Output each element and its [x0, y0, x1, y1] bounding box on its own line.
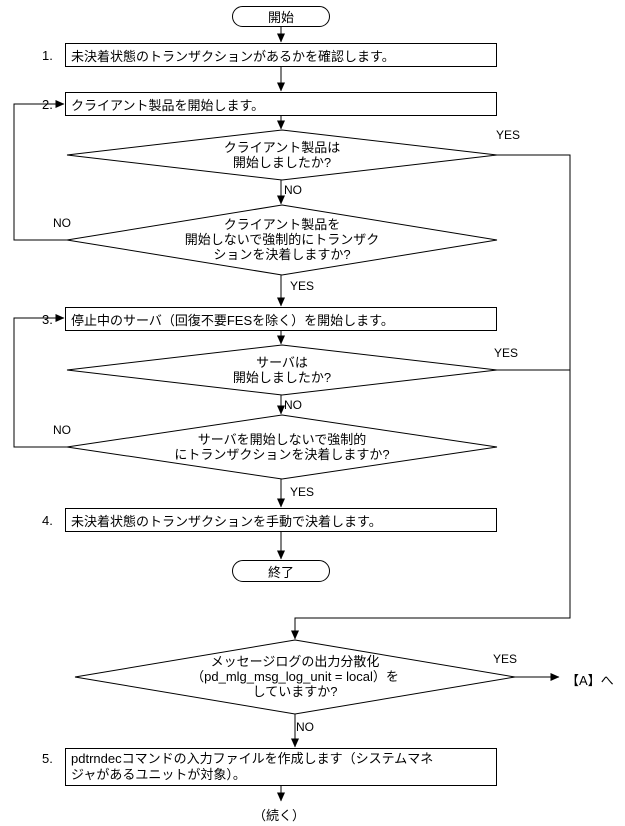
decision-4-no-label: NO: [53, 423, 71, 437]
decision-3-line-1: サーバは: [256, 355, 308, 370]
decision-4-line-2: にトランザクションを決着しますか?: [174, 447, 390, 462]
loop-decision4-no-to-step3: [13, 314, 67, 448]
end-terminator: 終了: [232, 560, 330, 582]
decision-3-line-2: 開始しましたか?: [232, 370, 332, 385]
step-4-number: 4.: [42, 513, 53, 528]
step-2-number: 2.: [42, 97, 53, 112]
step-5-number: 5.: [42, 751, 53, 766]
decision-5-line-2: （pd_mlg_msg_log_unit = local）を: [191, 669, 399, 684]
decision-5-line-3: していますか?: [252, 684, 338, 699]
goto-a-label: 【A】へ: [566, 673, 614, 688]
decision-1-yes-label: YES: [496, 128, 521, 142]
decision-1-line-2: 開始しましたか?: [232, 155, 332, 170]
decision-message-log-text: メッセージログの出力分散化 （pd_mlg_msg_log_unit = loc…: [115, 654, 475, 699]
end-label: 終了: [267, 564, 294, 580]
decision-force-resolve-client-text: クライアント製品を 開始しないで強制的にトランザク ションを決着しますか?: [102, 217, 462, 262]
step-3-box: 停止中のサーバ（回復不要FESを除く）を開始します。: [65, 307, 497, 331]
decision-2-line-2: 開始しないで強制的にトランザク: [184, 232, 380, 247]
continued-label: （続く）: [253, 808, 306, 823]
start-terminator: 開始: [232, 6, 330, 27]
decision-2-no-label: NO: [53, 216, 71, 230]
decision-5-yes-label: YES: [493, 652, 518, 666]
decision-5-no-label: NO: [296, 720, 314, 734]
step-1-number: 1.: [42, 48, 53, 63]
step-1-text: 未決着状態のトランザクションがあるかを確認します。: [71, 48, 395, 64]
decision-server-started-shape: [66, 344, 498, 396]
step-5-line-1: pdtrndecコマンドの入力ファイルを作成します（システムマネ: [71, 751, 434, 766]
step-3-text: 停止中のサーバ（回復不要FESを除く）を開始します。: [71, 312, 394, 328]
step-1-box: 未決着状態のトランザクションがあるかを確認します。: [65, 43, 497, 67]
decision-server-started-text: サーバは 開始しましたか?: [102, 355, 462, 385]
decision-1-no-label: NO: [284, 183, 302, 197]
step-4-box: 未決着状態のトランザクションを手動で決着します。: [65, 508, 497, 532]
decision-4-yes-label: YES: [290, 485, 315, 499]
decision-force-resolve-server-shape: [66, 414, 498, 480]
decision-2-line-1: クライアント製品を: [223, 217, 341, 232]
rail-decision1-yes-to-decision5: [291, 154, 571, 640]
step-5-box: pdtrndecコマンドの入力ファイルを作成します（システムマネ ジャがあるユニ…: [65, 748, 497, 786]
step-2-box: クライアント製品を開始します。: [65, 92, 497, 116]
decision-4-line-1: サーバを開始しないで強制的: [197, 432, 367, 447]
decision-3-no-label: NO: [284, 398, 302, 412]
decision-5-line-1: メッセージログの出力分散化: [210, 654, 380, 669]
loop-decision2-no-to-step2: [13, 100, 67, 241]
decision-2-yes-label: YES: [290, 279, 315, 293]
decision-force-resolve-client-shape: [66, 204, 498, 276]
decision-2-line-3: ションを決着しますか?: [213, 247, 351, 262]
decision-1-line-1: クライアント製品は: [223, 140, 341, 155]
decision-3-yes-label: YES: [494, 346, 519, 360]
decision-client-started-shape: [66, 129, 498, 181]
step-5-line-2: ジャがあるユニットが対象）。: [71, 767, 246, 782]
step-2-text: クライアント製品を開始します。: [71, 97, 265, 113]
decision-client-started-text: クライアント製品は 開始しましたか?: [102, 140, 462, 170]
step-3-number: 3.: [42, 312, 53, 327]
start-label: 開始: [267, 10, 294, 25]
step-4-text: 未決着状態のトランザクションを手動で決着します。: [71, 513, 382, 529]
decision-force-resolve-server-text: サーバを開始しないで強制的 にトランザクションを決着しますか?: [102, 432, 462, 462]
